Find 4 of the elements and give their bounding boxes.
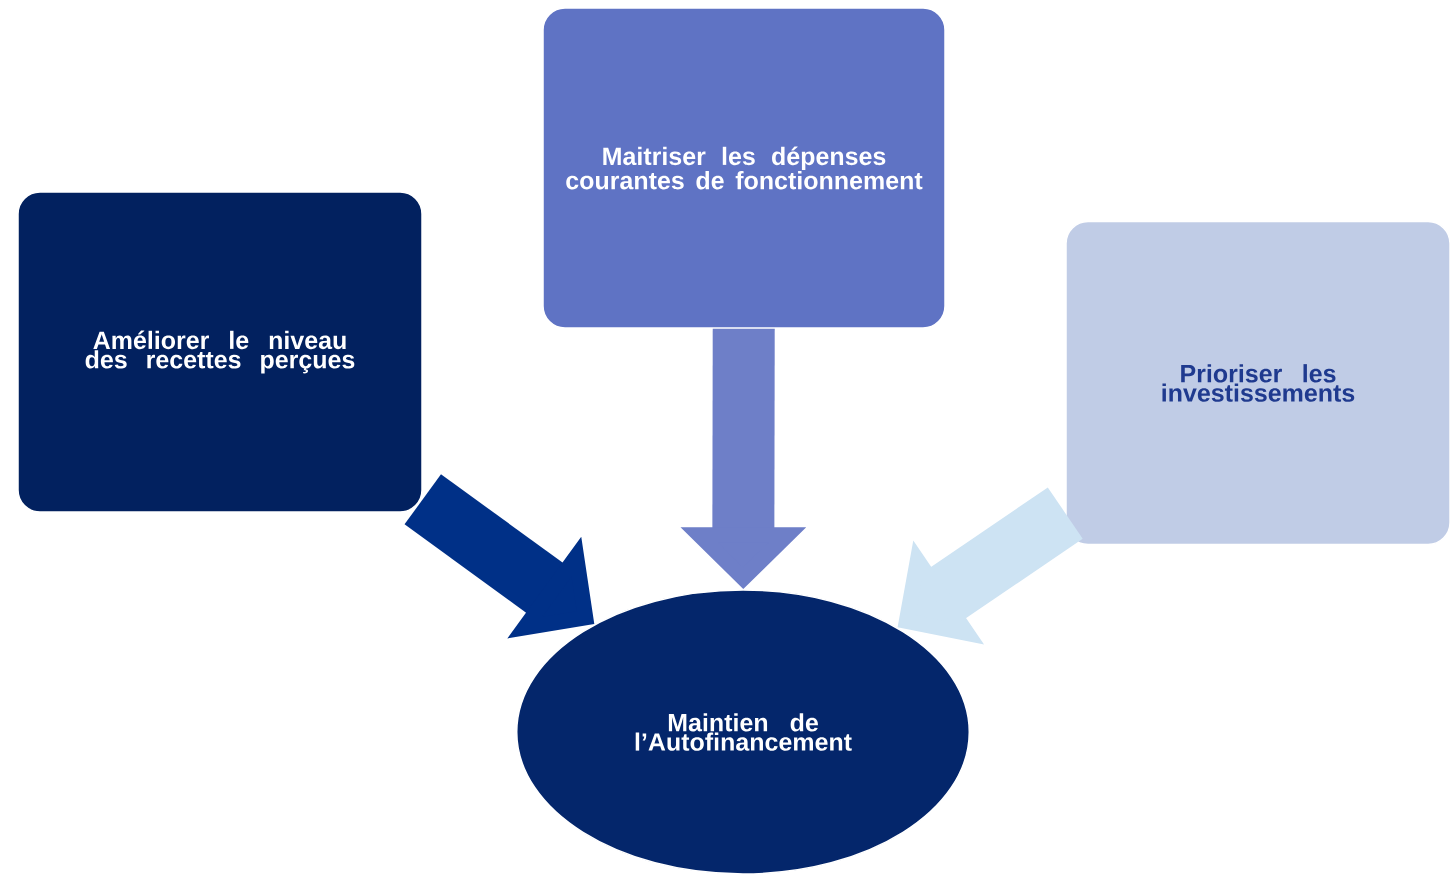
rounded-box: Prioriser les investissements [1065, 220, 1450, 546]
rounded-box: Maitriser les dépenses courantes de fonctionnement [542, 7, 946, 329]
ellipse-node: Maintien de l’Autofinancement [516, 589, 971, 874]
rounded-box: Améliorer le niveau des recettes perçues [17, 191, 423, 513]
